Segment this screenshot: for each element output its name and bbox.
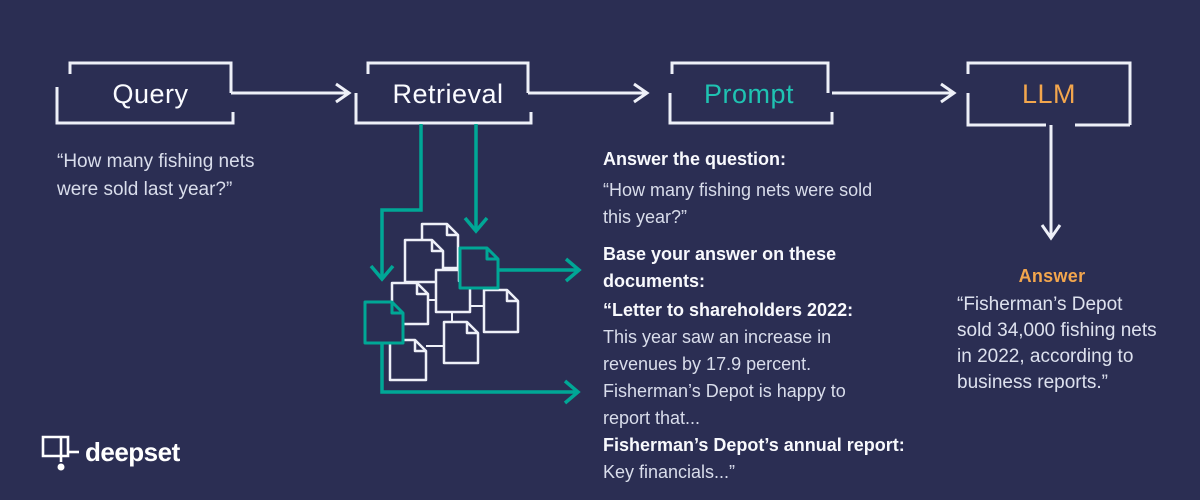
prompt-doc1-body: This year saw an increase in revenues by… bbox=[603, 327, 846, 428]
llm-box bbox=[966, 61, 1132, 127]
document-icon bbox=[388, 338, 428, 382]
prompt-doc2-body: Key financials...” bbox=[603, 462, 736, 482]
prompt-instruction: Answer the question: bbox=[603, 149, 787, 169]
document-cluster bbox=[363, 222, 520, 382]
document-icon bbox=[482, 288, 520, 334]
stage-label-llm: LLM bbox=[1021, 79, 1077, 109]
retrieved-document-icon bbox=[458, 246, 500, 290]
deepset-logo-text: deepset bbox=[85, 437, 180, 467]
retrieved-document-icon bbox=[363, 300, 405, 345]
arrow-prompt-to-llm bbox=[832, 82, 957, 104]
answer-quote: “Fisherman’s Depot sold 34,000 fishing n… bbox=[957, 294, 1157, 393]
prompt-box bbox=[668, 61, 834, 125]
document-icon bbox=[403, 238, 445, 284]
stage-label-query: Query bbox=[112, 79, 189, 109]
answer-label: Answer bbox=[1018, 266, 1086, 286]
stage-label-retrieval: Retrieval bbox=[392, 79, 504, 109]
arrow-llm-to-answer bbox=[1040, 125, 1062, 241]
arrow-query-to-retrieval bbox=[231, 82, 352, 104]
deepset-logo-icon bbox=[41, 435, 79, 471]
query-quote: “How many fishing nets were sold last ye… bbox=[57, 151, 255, 200]
retrieval-arrow-right bbox=[463, 124, 489, 234]
retrieval-box bbox=[354, 61, 533, 125]
prompt-doc1-title: “Letter to shareholders 2022: bbox=[603, 300, 854, 320]
doc-to-prompt-arrow-bottom bbox=[380, 343, 581, 405]
document-icon bbox=[442, 320, 480, 365]
doc-to-prompt-arrow-top bbox=[498, 257, 582, 283]
prompt-base-instruction: Base your answer on these documents: bbox=[603, 244, 837, 291]
query-box bbox=[55, 61, 235, 125]
prompt-doc2-title: Fisherman’s Depot’s annual report: bbox=[603, 435, 905, 455]
arrow-retrieval-to-prompt bbox=[528, 82, 650, 104]
retrieval-arrow-left bbox=[369, 124, 423, 282]
prompt-text-block: Answer the question: “How many fishing n… bbox=[603, 146, 933, 486]
stage-label-prompt: Prompt bbox=[703, 79, 795, 109]
prompt-question: “How many fishing nets were sold this ye… bbox=[603, 180, 873, 227]
